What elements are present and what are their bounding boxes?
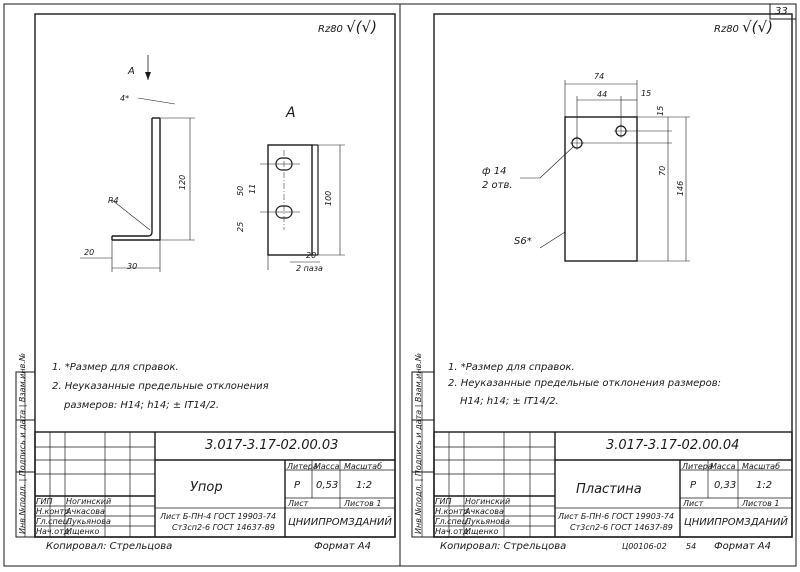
left-role-1: ГИП bbox=[36, 497, 53, 506]
left-col-litera: Литера bbox=[287, 462, 318, 471]
upor-side-view bbox=[80, 55, 195, 272]
plastina-view bbox=[520, 80, 690, 262]
dim-50: 50 bbox=[236, 185, 245, 196]
dim-70: 70 bbox=[658, 165, 667, 176]
dim-15b: 15 bbox=[656, 105, 665, 116]
right-material-1: Лист Б-ПН-6 ГОСТ 19903-74 bbox=[558, 512, 675, 521]
left-doc-code: 3.017-3.17-02.00.03 bbox=[205, 438, 339, 453]
left-col-masshtab: Масштаб bbox=[344, 462, 383, 471]
right-code-bottom: Ц00106-02 bbox=[622, 542, 667, 551]
left-org: ЦНИИПРОМЗДАНИЙ bbox=[288, 517, 392, 528]
left-role-3: Гл.спец. bbox=[36, 517, 71, 526]
dim-20-right: 20 bbox=[306, 251, 317, 260]
left-name-3: Лукьянова bbox=[66, 517, 111, 526]
left-note-2b: размеров: H14; h14; ± IT14/2. bbox=[64, 400, 220, 411]
left-view-arrow-label: А bbox=[128, 66, 135, 77]
right-role-1: ГИП bbox=[435, 497, 452, 506]
right-col-masshtab: Масштаб bbox=[742, 462, 781, 471]
right-name-2: Ачкасова bbox=[465, 507, 504, 516]
right-copied: Копировал: Стрельцова bbox=[440, 541, 567, 552]
right-material-2: Ст3сп2-6 ГОСТ 14637-89 bbox=[570, 523, 673, 532]
left-role-4: Нач.отд. bbox=[36, 527, 72, 536]
page-number: 33 bbox=[775, 6, 788, 17]
right-name-1: Ногинский bbox=[465, 497, 511, 506]
left-role-2: Н.контр. bbox=[36, 507, 72, 516]
roughness-check-icon: √(√) bbox=[346, 18, 377, 36]
page-number-box bbox=[769, 3, 797, 20]
hole-count: 2 отв. bbox=[482, 180, 513, 191]
left-inner-frame bbox=[34, 13, 396, 538]
left-litera: Р bbox=[294, 480, 301, 491]
right-note-2a: 2. Неуказанные предельные отклонения раз… bbox=[448, 378, 722, 389]
right-col-massa: Масса bbox=[710, 462, 736, 471]
left-material-1: Лист Б-ПН-4 ГОСТ 19903-74 bbox=[160, 512, 277, 521]
dim-2-paza: 2 паза bbox=[296, 264, 323, 273]
left-format: Формат А4 bbox=[314, 541, 371, 552]
right-roughness: Rz80 √(√) bbox=[714, 18, 773, 36]
dim-20-left: 20 bbox=[84, 248, 95, 257]
right-title-block bbox=[433, 431, 793, 538]
left-copied: Копировал: Стрельцова bbox=[46, 541, 173, 552]
right-doc-code: 3.017-3.17-02.00.04 bbox=[606, 438, 740, 453]
right-list-label: Лист bbox=[683, 499, 704, 508]
left-list-label: Лист bbox=[288, 499, 309, 508]
right-side-strip-text: Инв.№подл. | Подпись и дата | Взам.инв.№ bbox=[414, 352, 423, 534]
right-note-1: 1. *Размер для справок. bbox=[448, 362, 575, 373]
dim-15a: 15 bbox=[641, 89, 652, 98]
dim-30: 30 bbox=[127, 262, 138, 271]
upor-view-a bbox=[260, 144, 345, 270]
left-name-4: Ищенко bbox=[66, 527, 100, 536]
left-massa: 0,53 bbox=[316, 480, 339, 491]
right-sheet-no: 54 bbox=[686, 542, 697, 551]
left-listov-label: Листов 1 bbox=[344, 499, 382, 508]
left-note-1: 1. *Размер для справок. bbox=[52, 362, 179, 373]
left-side-strip-text: Инв.№подл. | Подпись и дата | Взам.инв.№ bbox=[18, 352, 27, 534]
right-litera: Р bbox=[690, 480, 697, 491]
right-role-2: Н.контр. bbox=[435, 507, 471, 516]
right-masshtab: 1:2 bbox=[756, 480, 773, 491]
plate-thickness: S6* bbox=[514, 236, 532, 247]
dim-11: 11 bbox=[248, 183, 257, 194]
right-col-litera: Литера bbox=[682, 462, 713, 471]
right-note-2b: H14; h14; ± IT14/2. bbox=[460, 396, 559, 407]
left-masshtab: 1:2 bbox=[356, 480, 373, 491]
hole-diameter: ф 14 bbox=[482, 166, 507, 177]
left-note-2a: 2. Неуказанные предельные отклонения bbox=[52, 381, 269, 392]
right-org: ЦНИИПРОМЗДАНИЙ bbox=[684, 517, 788, 528]
left-view-label: А bbox=[286, 105, 296, 121]
right-name-4: Ищенко bbox=[465, 527, 499, 536]
right-inner-frame bbox=[433, 13, 793, 538]
right-listov-label: Листов 1 bbox=[742, 499, 780, 508]
left-col-massa: Масса bbox=[314, 462, 340, 471]
left-name-2: Ачкасова bbox=[66, 507, 105, 516]
left-title: Упор bbox=[190, 480, 223, 495]
dim-120: 120 bbox=[178, 174, 187, 190]
dim-4: 4* bbox=[120, 94, 130, 103]
left-title-block bbox=[34, 431, 396, 538]
left-material-2: Ст3сп2-6 ГОСТ 14637-89 bbox=[172, 523, 275, 532]
roughness-check-icon: √(√) bbox=[742, 18, 773, 36]
right-format: Формат А4 bbox=[714, 541, 771, 552]
dim-r4: R4 bbox=[108, 196, 119, 205]
right-title: Пластина bbox=[576, 482, 642, 497]
dim-146: 146 bbox=[676, 180, 685, 196]
dim-74: 74 bbox=[594, 72, 605, 81]
left-roughness: Rz80 √(√) bbox=[318, 18, 377, 36]
dim-44: 44 bbox=[597, 90, 608, 99]
right-role-3: Гл.спец. bbox=[435, 517, 470, 526]
dim-25: 25 bbox=[236, 221, 245, 232]
dim-100: 100 bbox=[324, 190, 333, 206]
right-massa: 0,33 bbox=[714, 480, 737, 491]
left-name-1: Ногинский bbox=[66, 497, 112, 506]
right-role-4: Нач.отд. bbox=[435, 527, 471, 536]
right-name-3: Лукьянова bbox=[465, 517, 510, 526]
